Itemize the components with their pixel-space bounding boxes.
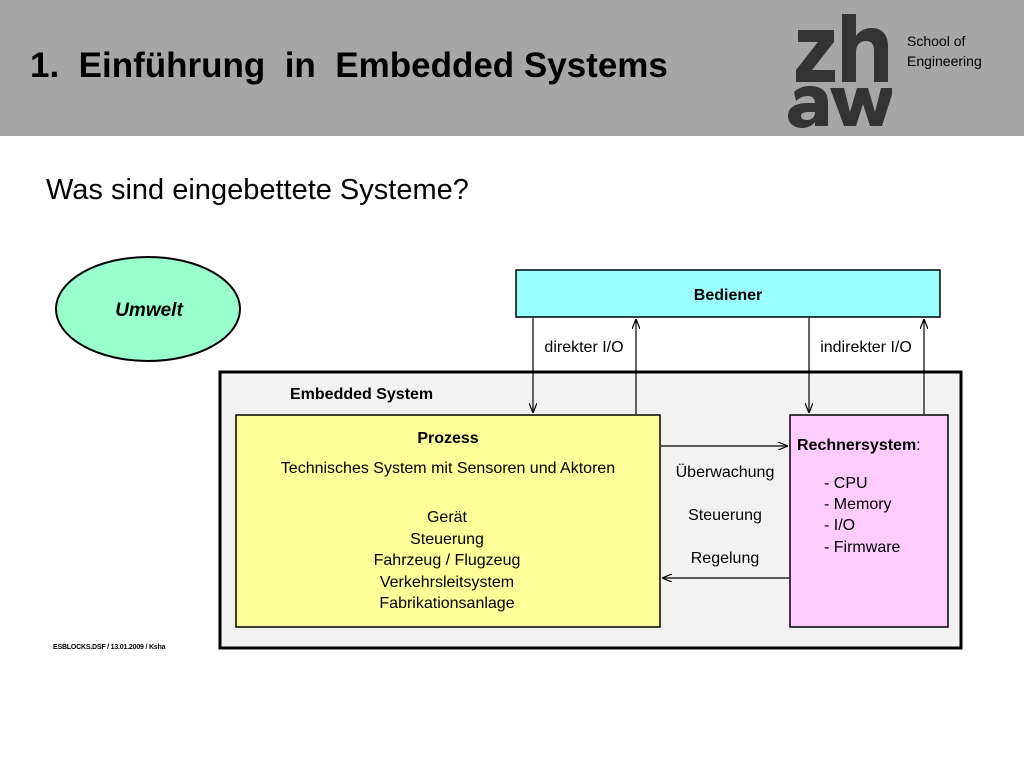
- rechnersystem-item: - Memory: [824, 496, 892, 513]
- prozess-item: Fahrzeug / Flugzeug: [374, 552, 521, 569]
- prozess-item: Fabrikationsanlage: [379, 595, 514, 612]
- rechnersystem-item: - Firmware: [824, 539, 901, 556]
- prozess-subtitle: Technisches System mit Sensoren und Akto…: [281, 460, 615, 477]
- rechnersystem-colon: :: [916, 437, 920, 454]
- footer-note: ESBLOCKS.DSF / 13.01.2009 / Ksha: [53, 644, 166, 651]
- school-label: School of Engineering: [907, 31, 982, 71]
- school-label-line2: Engineering: [907, 53, 982, 69]
- function-label: Regelung: [691, 550, 760, 567]
- rechnersystem-title: Rechnersystem: [797, 437, 916, 454]
- prozess-item: Verkehrsleitsystem: [380, 574, 514, 591]
- prozess-box: [235, 414, 661, 628]
- slide-subtitle: Was sind eingebettete Systeme?: [46, 174, 469, 206]
- embedded-system-label: Embedded System: [290, 386, 433, 403]
- bediener-box: [515, 269, 941, 318]
- rechnersystem-item: - I/O: [824, 517, 855, 534]
- prozess-title: Prozess: [417, 430, 478, 447]
- prozess-item: Steuerung: [410, 531, 484, 548]
- rechnersystem-title-line: Rechnersystem:: [797, 437, 921, 454]
- umwelt-label: Umwelt: [115, 300, 183, 321]
- prozess-item: Gerät: [427, 509, 468, 526]
- school-label-line1: School of: [907, 33, 966, 49]
- rechnersystem-box: [789, 414, 949, 628]
- umwelt-ellipse: [55, 256, 241, 362]
- slide-title: 1. Einführung in Embedded Systems: [30, 46, 668, 85]
- function-label: Steuerung: [688, 507, 762, 524]
- function-label: Überwachung: [676, 463, 775, 481]
- slide-header: 1. Einführung in Embedded Systems School…: [0, 0, 1024, 136]
- direct-io-label: direkter I/O: [544, 339, 623, 356]
- indirect-io-label: indirekter I/O: [820, 339, 912, 356]
- bediener-label: Bediener: [694, 287, 762, 304]
- rechnersystem-item: - CPU: [824, 475, 868, 492]
- zhaw-logo-icon: [788, 14, 892, 128]
